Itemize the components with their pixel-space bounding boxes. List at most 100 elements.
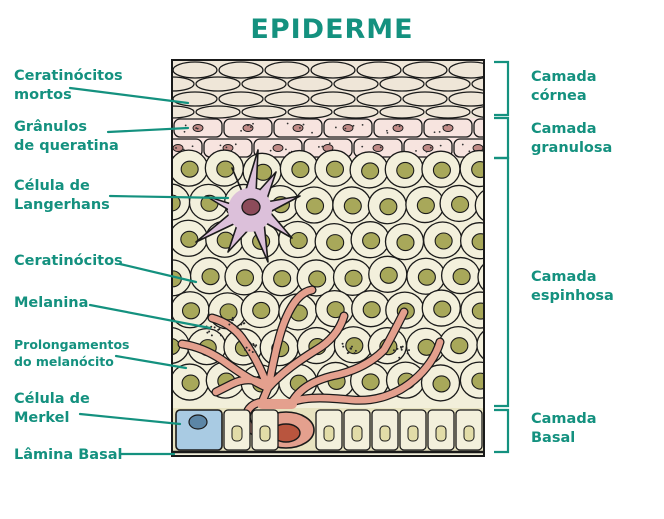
- keratinocyte-nucleus: [472, 373, 489, 389]
- granular-nucleus: [493, 125, 503, 132]
- keratin-granule: [439, 131, 441, 133]
- keratinocyte-nucleus: [217, 161, 234, 177]
- dead-keratinocyte: [173, 62, 217, 78]
- keratin-granule: [163, 146, 165, 148]
- dead-keratinocyte: [403, 92, 447, 106]
- melanin-granule: [349, 347, 351, 349]
- basal-nucleus: [464, 426, 474, 441]
- melanin-granule: [401, 349, 403, 351]
- granular-nucleus: [373, 145, 383, 152]
- keratin-granule: [500, 126, 502, 128]
- melanin-granule: [237, 327, 239, 329]
- melanin-granule: [342, 343, 344, 345]
- keratinocyte-nucleus: [202, 269, 219, 285]
- keratinocyte: [152, 184, 190, 220]
- keratinocyte-nucleus: [452, 196, 469, 212]
- keratin-granule: [175, 147, 177, 149]
- melanin-granule: [218, 328, 220, 330]
- bracket-granulosa: [494, 118, 508, 158]
- keratin-granule: [185, 125, 187, 127]
- keratin-granule: [192, 145, 194, 147]
- dead-keratinocyte: [334, 106, 378, 118]
- dead-keratinocyte: [242, 106, 286, 118]
- dead-keratinocyte: [495, 92, 539, 106]
- keratin-granule: [496, 123, 498, 125]
- keratin-granule: [345, 128, 347, 130]
- dead-keratinocytes: [150, 62, 539, 118]
- melanin-granule: [255, 344, 257, 346]
- basal-nucleus: [380, 426, 390, 441]
- dead-keratinocyte: [311, 62, 355, 78]
- keratin-granule: [250, 126, 252, 128]
- dead-keratinocyte: [426, 77, 470, 91]
- granular-nucleus: [173, 145, 183, 152]
- keratinocyte-nucleus: [487, 199, 504, 215]
- melanin-granule: [408, 349, 410, 351]
- keratinocyte-nucleus: [346, 338, 363, 354]
- melanin-granule: [208, 331, 210, 333]
- melanin-granule: [228, 324, 230, 326]
- keratinocyte-nucleus: [472, 162, 489, 178]
- keratin-granule: [329, 142, 331, 144]
- melanin-granule: [396, 348, 398, 350]
- keratin-granule: [387, 132, 389, 134]
- keratinocyte-nucleus: [236, 270, 253, 286]
- melanin-granule: [400, 347, 402, 349]
- melanin-granule: [255, 351, 257, 353]
- merkel-cell: [176, 410, 222, 450]
- pointer-celula-merkel: [80, 414, 180, 424]
- dead-keratinocyte: [196, 106, 240, 118]
- keratinocyte-nucleus: [488, 338, 505, 354]
- keratinocyte-nucleus: [327, 235, 344, 251]
- keratin-granule: [361, 146, 363, 148]
- keratin-granule: [240, 130, 242, 132]
- granular-nucleus: [273, 145, 283, 152]
- bracket-espinhosa: [494, 158, 508, 406]
- melanin-granule: [354, 352, 356, 354]
- melanin-granule: [206, 332, 208, 334]
- dead-keratinocyte: [265, 92, 309, 106]
- keratin-granule: [299, 127, 301, 129]
- keratin-granule: [430, 147, 432, 149]
- keratinocyte-nucleus: [362, 374, 379, 390]
- keratinocyte-nucleus: [453, 269, 470, 285]
- keratinocyte-nucleus: [472, 234, 489, 250]
- right-brackets: [494, 62, 508, 452]
- basal-nucleus: [352, 426, 362, 441]
- keratinocyte-nucleus: [435, 233, 452, 249]
- melanin-granule: [348, 351, 350, 353]
- keratinocyte-nucleus: [363, 302, 380, 318]
- dead-keratinocyte: [288, 77, 332, 91]
- melanin-granule: [244, 349, 246, 351]
- keratin-granule: [386, 130, 388, 132]
- keratin-granule: [287, 123, 289, 125]
- dead-keratinocyte: [426, 106, 470, 118]
- basal-nucleus: [436, 426, 446, 441]
- keratin-granule: [270, 150, 272, 152]
- merkel-nucleus: [189, 415, 207, 429]
- keratinocyte-nucleus: [472, 303, 489, 319]
- dead-keratinocyte: [449, 62, 493, 78]
- keratin-granule: [311, 132, 313, 134]
- dead-keratinocyte: [357, 62, 401, 78]
- melanin-granule: [393, 349, 395, 351]
- basal-nucleus: [324, 426, 334, 441]
- keratin-granule: [468, 150, 470, 152]
- keratinocyte-nucleus: [397, 235, 414, 251]
- keratin-granule: [335, 127, 337, 129]
- keratin-granule: [318, 146, 320, 148]
- keratin-granule: [434, 131, 436, 133]
- granular-cell: [474, 119, 522, 137]
- melanin-granule: [214, 326, 216, 328]
- keratin-granule: [462, 144, 464, 146]
- melanin-granule: [246, 347, 248, 349]
- keratin-granule: [446, 124, 448, 126]
- keratin-granule: [399, 125, 401, 127]
- bracket-basal: [494, 410, 508, 452]
- keratinocyte-nucleus: [182, 375, 199, 391]
- melanin-granule: [252, 351, 254, 353]
- keratin-granule: [285, 149, 287, 151]
- keratinocyte-nucleus: [363, 233, 380, 249]
- keratin-granule: [362, 124, 364, 126]
